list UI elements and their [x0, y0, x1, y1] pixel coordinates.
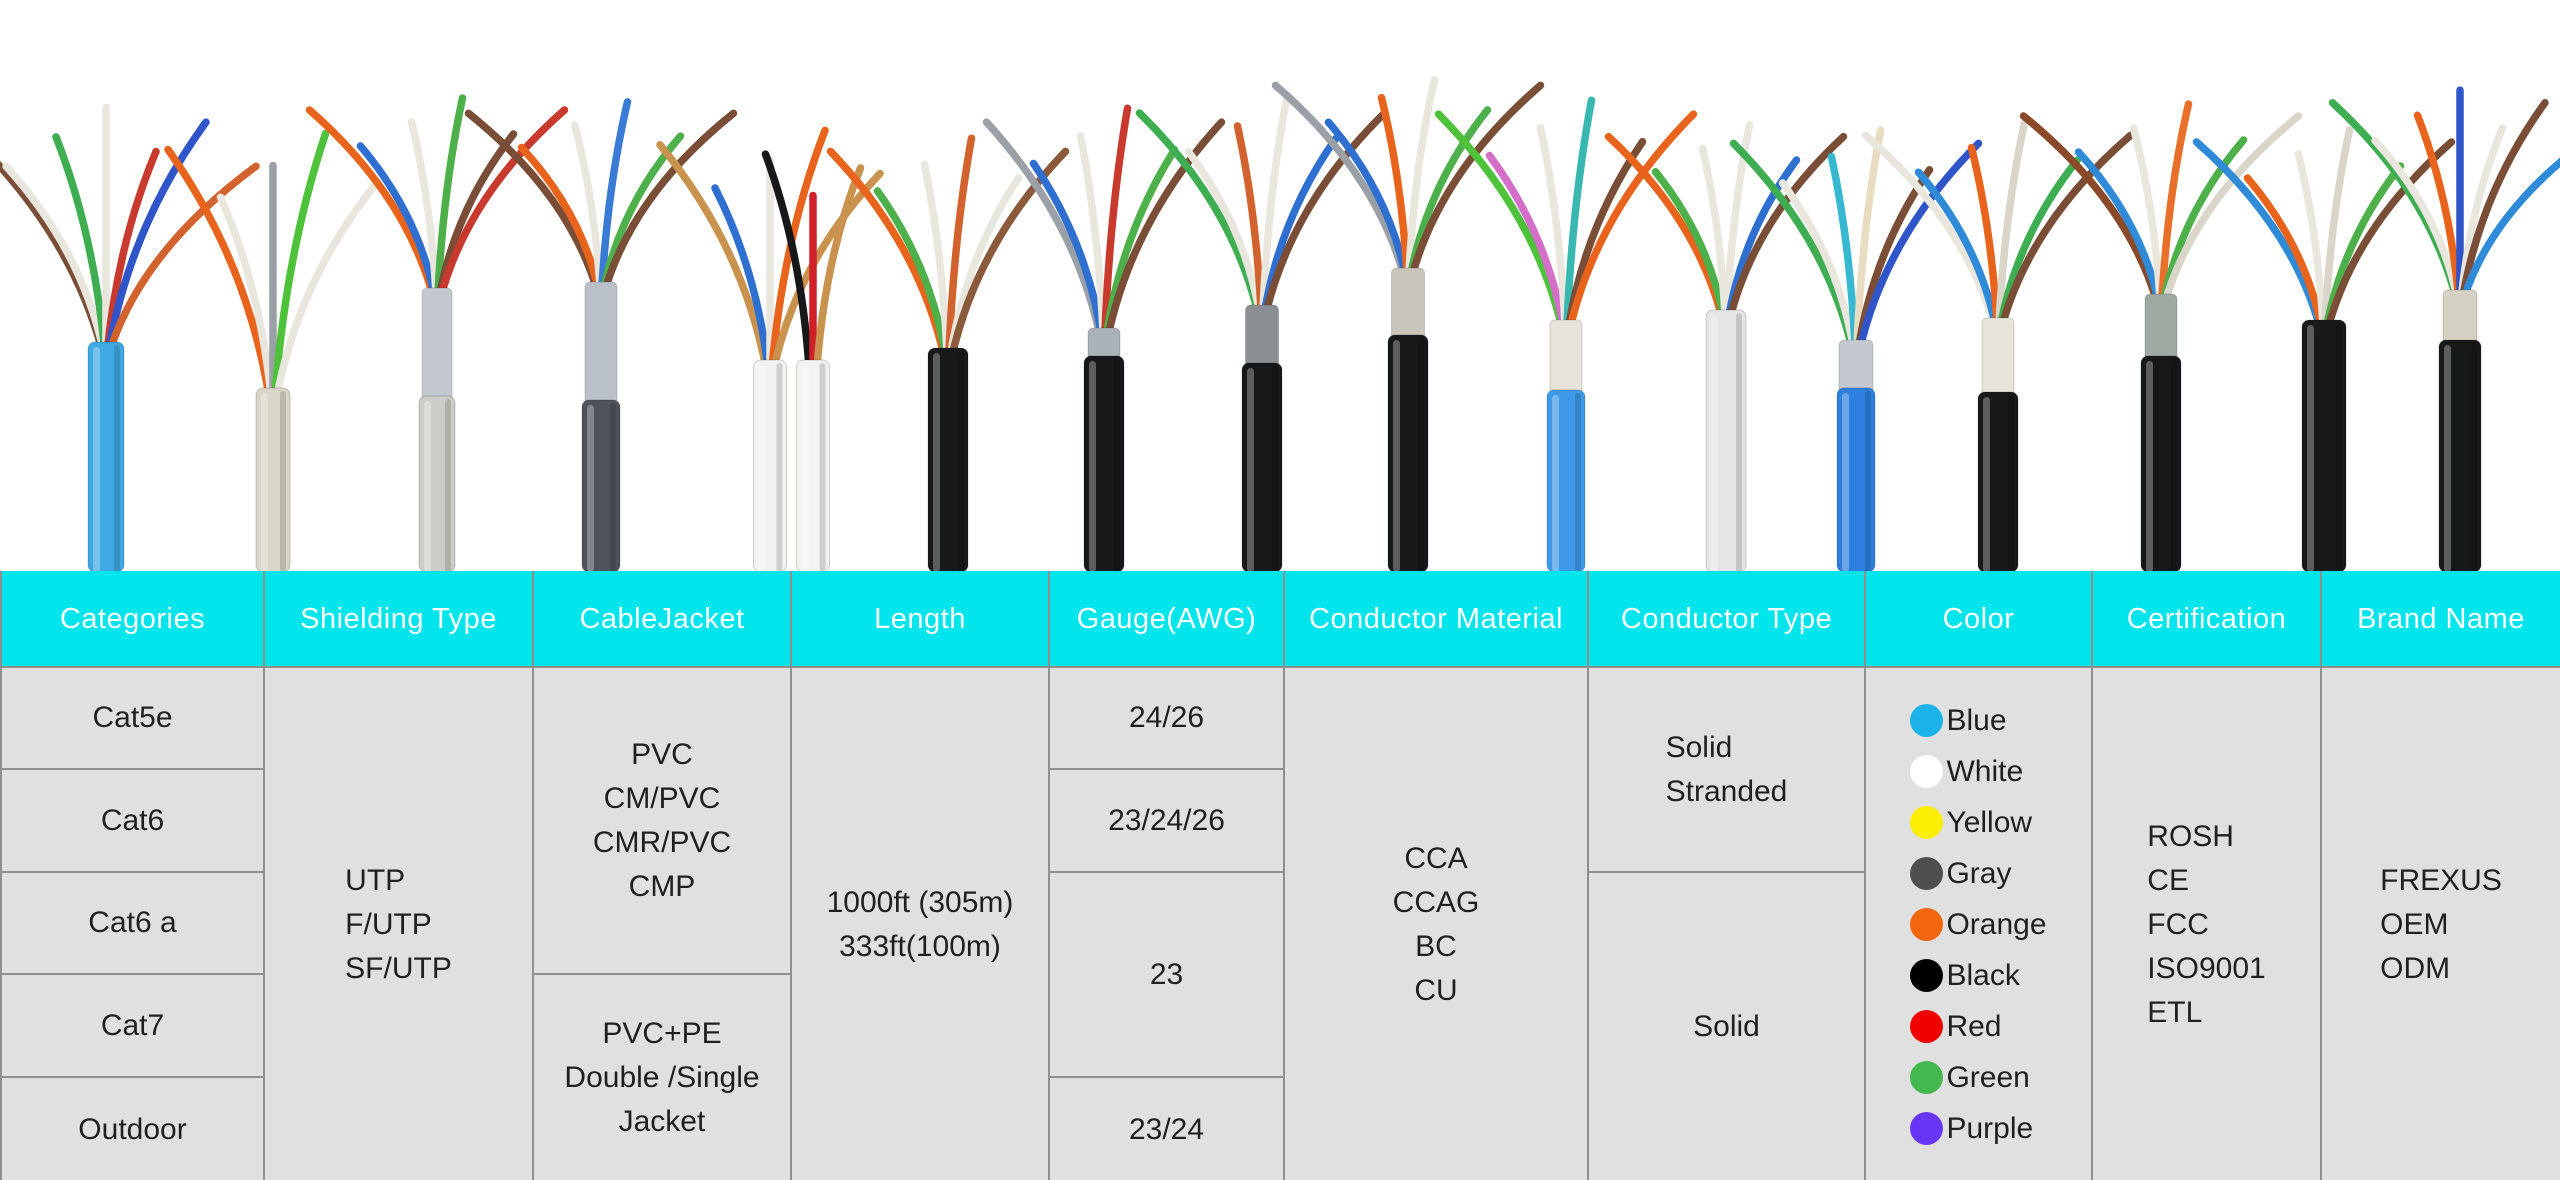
gauge-cell-cat6: 23/24/26 — [1050, 770, 1285, 873]
header-shielding-type: Shielding Type — [265, 571, 534, 668]
color-label: Black — [1946, 958, 2020, 992]
category-cell-outdoor: Outdoor — [0, 1078, 265, 1180]
header-length: Length — [792, 571, 1050, 668]
category-cell-cat5e: Cat5e — [0, 668, 265, 770]
shielding-type-cell: UTP F/UTP SF/UTP — [265, 668, 534, 1180]
color-item-green: Green — [1910, 1052, 2030, 1103]
color-label: Orange — [1946, 907, 2047, 941]
cable-illustration-white-twin-right — [761, 150, 865, 572]
cable-illustration-black-futp — [982, 104, 1226, 572]
cable-illustration-black-beige-outdoor — [1271, 76, 1545, 572]
color-label: Red — [1946, 1009, 2002, 1043]
color-label: Blue — [1946, 703, 2007, 737]
header-conductor-type: Conductor Type — [1589, 571, 1866, 668]
color-label: Gray — [1946, 856, 2012, 890]
cable-jacket-indoor-cell: PVC CM/PVC CMR/PVC CMP — [534, 668, 792, 975]
color-label: Purple — [1946, 1111, 2034, 1145]
cable-illustration-blue-utp — [0, 103, 260, 572]
color-dot-gray — [1910, 857, 1944, 890]
cable-illustration-charcoal-sftp — [464, 98, 738, 572]
header-certification: Certification — [2093, 571, 2322, 668]
header-conductor-material: Conductor Material — [1285, 571, 1589, 668]
certification-cell: ROSH CE FCC ISO9001 ETL — [2093, 668, 2322, 1180]
color-item-red: Red — [1910, 1001, 2002, 1052]
cable-illustration-black-foil — [2019, 100, 2303, 572]
color-dot-orange — [1910, 908, 1944, 941]
color-item-black: Black — [1910, 950, 2020, 1001]
header-color: Color — [1866, 571, 2093, 668]
gauge-cell-cat6a-cat7: 23 — [1050, 873, 1285, 1078]
conductor-material-cell: CCA CCAG BC CU — [1285, 668, 1589, 1180]
spec-table: Categories Shielding Type CableJacket Le… — [0, 571, 2560, 1180]
gauge-cell-outdoor: 23/24 — [1050, 1078, 1285, 1180]
color-item-orange: Orange — [1910, 899, 2047, 950]
category-cell-cat7: Cat7 — [0, 975, 265, 1078]
color-dot-blue — [1910, 704, 1944, 737]
color-dot-yellow — [1910, 806, 1944, 839]
color-dot-purple — [1910, 1112, 1944, 1145]
length-cell: 1000ft (305m) 333ft(100m) — [792, 668, 1050, 1180]
cable-illustration-black-gray-double — [1135, 96, 1389, 572]
cable-illustration-beige-2pair — [164, 129, 382, 572]
header-brand-name: Brand Name — [2322, 571, 2560, 668]
gauge-cell-cat5e: 24/26 — [1050, 668, 1285, 770]
conductor-type-top-cell: Solid Stranded — [1589, 668, 1866, 873]
cable-jacket-outdoor-cell: PVC+PE Double /Single Jacket — [534, 975, 792, 1180]
cable-illustration-white-spline-utp — [1604, 121, 1848, 572]
color-label: White — [1946, 754, 2024, 788]
category-cell-cat6: Cat6 — [0, 770, 265, 873]
color-item-blue: Blue — [1910, 695, 2007, 746]
cable-illustration-gray-futp — [305, 94, 569, 572]
cable-illustration-black-white-double — [1861, 119, 2135, 572]
color-dot-red — [1910, 1010, 1944, 1043]
cable-photos-illustration — [0, 76, 2560, 572]
color-label: Yellow — [1946, 805, 2033, 839]
cable-illustration-black-thick-utp — [2192, 126, 2456, 572]
color-dot-black — [1910, 959, 1944, 992]
brand-name-cell: FREXUS OEM ODM — [2322, 668, 2560, 1180]
category-cell-cat6a: Cat6 a — [0, 873, 265, 975]
header-gauge-awg: Gauge(AWG) — [1050, 571, 1285, 668]
header-cable-jacket: CableJacket — [534, 571, 792, 668]
header-categories: Categories — [0, 571, 265, 668]
conductor-type-bottom-cell: Solid — [1589, 873, 1866, 1180]
color-item-purple: Purple — [1910, 1103, 2033, 1154]
color-item-gray: Gray — [1910, 848, 2011, 899]
color-label: Green — [1946, 1060, 2030, 1094]
color-item-yellow: Yellow — [1910, 797, 2032, 848]
color-item-white: White — [1910, 746, 2023, 797]
color-dot-white — [1910, 755, 1944, 788]
cable-illustration-blue-futp — [1434, 96, 1698, 572]
cable-illustration-black-beige-foil — [2328, 86, 2560, 572]
cable-illustration-black-utp — [826, 134, 1070, 572]
cable-illustration-blue-braid-sftp — [1729, 126, 1983, 572]
color-dot-green — [1910, 1061, 1944, 1094]
